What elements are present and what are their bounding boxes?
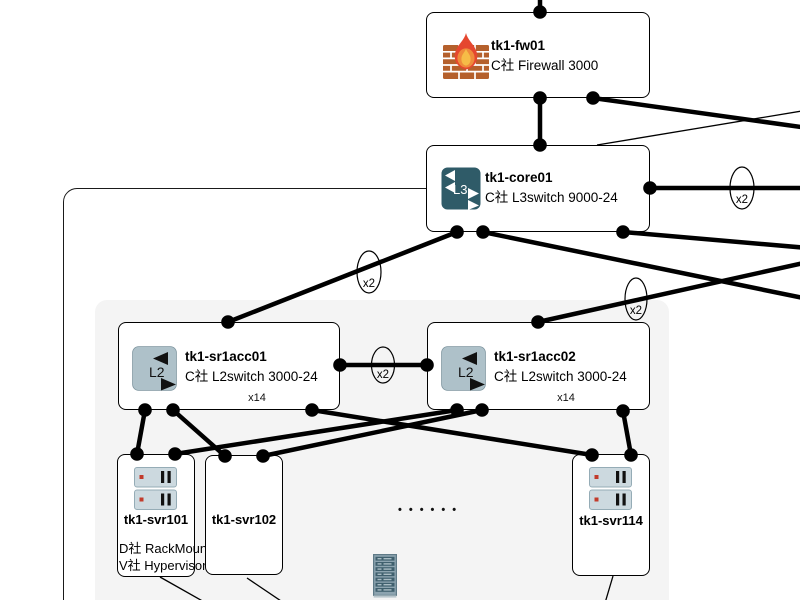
node-tk1-sr1acc01[interactable]: L2 tk1-sr1acc01 C社 L2switch 3000-24 x14 — [118, 322, 340, 410]
node-name: tk1-sr1acc02 — [494, 349, 576, 364]
omitted-servers-ellipsis: •••••• — [398, 504, 464, 516]
rack-server-icon — [134, 467, 177, 510]
edge-fw01-remote-right — [590, 95, 800, 130]
node-name: tk1-core01 — [485, 170, 553, 185]
l2-icon-label: L2 — [458, 364, 474, 380]
node-tk1-core01[interactable]: L3 tk1-core01 C社 L3switch 9000-24 — [426, 145, 650, 232]
rack-server-icon — [589, 467, 632, 510]
node-tk1-svr101[interactable]: tk1-svr101 D社 RackMountServer X100 V社 Hy… — [117, 454, 283, 577]
l2-icon-label: L2 — [149, 364, 165, 380]
node-model: C社 Firewall 3000 — [491, 58, 599, 73]
l2-switch-icon: L2 — [132, 346, 177, 391]
node-tk1-svr102[interactable]: tk1-svr102 — [205, 455, 283, 575]
node-name: tk1-svr114 — [579, 513, 643, 528]
rack-icon — [373, 554, 397, 598]
downlink-count-label: x14 — [557, 392, 575, 404]
edge-core01-remote-thin — [596, 110, 800, 146]
l2-switch-icon: L2 — [441, 346, 486, 391]
node-name: tk1-fw01 — [491, 38, 546, 53]
node-tk1-svr114[interactable]: tk1-svr114 — [572, 454, 650, 576]
firewall-icon — [443, 33, 489, 79]
node-model: C社 L2switch 3000-24 — [185, 369, 318, 384]
node-tk1-fw01[interactable]: tk1-fw01 C社 Firewall 3000 — [426, 12, 650, 98]
node-name: tk1-svr101 — [123, 512, 189, 527]
server-hypervisor-line: V社 Hypervisor — [119, 557, 207, 573]
node-name: tk1-svr102 — [211, 512, 277, 527]
l3-switch-icon: L3 — [441, 167, 481, 210]
node-tk1-sr1acc02[interactable]: L2 tk1-sr1acc02 C社 L2switch 3000-24 x14 — [427, 322, 650, 410]
l3-icon-label: L3 — [453, 182, 467, 197]
downlink-count-label: x14 — [248, 392, 266, 404]
node-model: C社 L3switch 9000-24 — [485, 190, 618, 205]
node-model: C社 L2switch 3000-24 — [494, 369, 627, 384]
node-name: tk1-sr1acc01 — [185, 349, 267, 364]
